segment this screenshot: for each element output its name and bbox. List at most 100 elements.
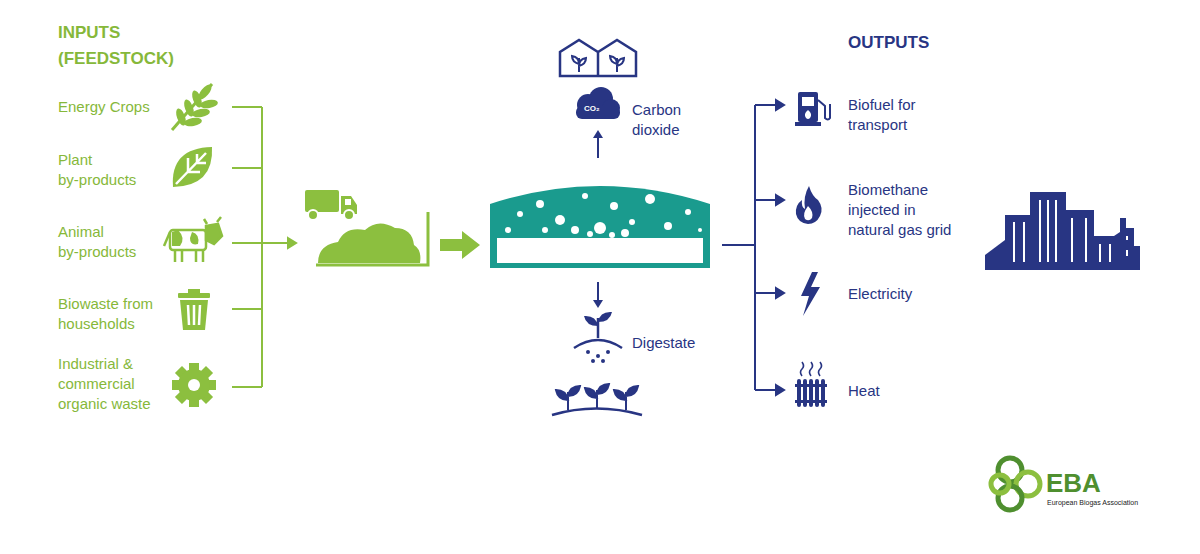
word: organic	[58, 395, 107, 412]
word: grid	[926, 221, 951, 238]
fuel-pump-icon-part	[798, 92, 818, 122]
output-item: Biofuel for transport	[848, 95, 960, 135]
word: natural	[848, 221, 894, 238]
fuel-pump-icon-part	[802, 97, 814, 106]
fuel-pump-icon-part	[805, 110, 811, 119]
output-bracket-part	[776, 100, 784, 395]
output-item: Carbon dioxide	[632, 100, 704, 140]
word: waste	[111, 395, 150, 412]
bolt-icon-part	[801, 272, 820, 316]
digester-part-part	[517, 211, 523, 217]
word: commercial	[58, 375, 135, 392]
digester-part	[505, 193, 702, 238]
word: European	[1047, 499, 1077, 506]
digester-part-part	[542, 227, 548, 233]
bin-icon-part	[188, 289, 200, 293]
gear-icon-part-part	[188, 379, 200, 391]
radiator-icon-part	[795, 384, 827, 387]
greenhouse-icon-part	[572, 56, 624, 72]
word: dioxide	[632, 121, 680, 138]
fuel-pump-icon	[795, 92, 830, 126]
digester-part-part	[571, 226, 579, 234]
eba-logo	[991, 458, 1040, 510]
wheat-icon-part	[191, 107, 210, 118]
crop-row-part-part	[556, 386, 580, 410]
word: for	[898, 96, 916, 113]
word: CO₂	[584, 104, 600, 113]
word: Biogas	[1079, 499, 1100, 506]
digester-part-part	[629, 219, 635, 225]
city-skyline-part	[1064, 210, 1094, 270]
bin-icon-part	[188, 305, 200, 325]
city-skyline-part	[1108, 218, 1140, 270]
wheat-icon	[172, 83, 219, 130]
logo-subtitle: European Biogas Association	[1047, 498, 1138, 507]
word: INPUTS	[58, 23, 120, 42]
output-item: Biomethane injected in natural gas grid	[848, 180, 960, 240]
flame-icon-part	[804, 206, 813, 220]
digestate-icon-part	[591, 359, 595, 363]
digester-part-part	[594, 222, 606, 234]
digester-part	[490, 186, 710, 268]
output-item: Heat	[848, 381, 960, 401]
word: transport	[848, 116, 907, 133]
input-bracket-part	[288, 238, 296, 248]
word: EBA	[1046, 468, 1101, 498]
truck-icon-part	[344, 210, 354, 220]
flame-icon-part	[796, 186, 822, 224]
item-label: Industrial & commercial organic waste	[58, 354, 163, 414]
word: by-products	[58, 243, 136, 260]
feedstock-pile	[316, 212, 428, 265]
word: &	[123, 355, 133, 372]
greenhouse-icon-part	[560, 40, 636, 76]
truck-icon-part	[345, 199, 351, 205]
gear-icon	[172, 363, 216, 407]
truck-icon-part	[305, 190, 339, 212]
item-label: Energy Crops	[58, 97, 163, 117]
input-bracket-part	[232, 107, 290, 387]
radiator-icon	[795, 362, 827, 407]
city-skyline-part-part	[1072, 218, 1086, 262]
gear-icon-part-part	[175, 366, 213, 404]
crop-row-part	[556, 384, 638, 410]
digester-part-part	[587, 231, 593, 237]
city-skyline-part	[985, 240, 1005, 270]
digester	[490, 186, 710, 268]
word: Crops	[110, 98, 150, 115]
digester-part-part	[536, 200, 544, 208]
item-label: Heat	[848, 381, 960, 401]
cow-icon-part	[175, 250, 203, 262]
word: (FEEDSTOCK)	[58, 49, 174, 68]
eba-logo-part	[991, 475, 1009, 493]
item-label: Biofuel for transport	[848, 95, 960, 135]
co2-arrow-part	[593, 130, 603, 138]
input-item: Industrial & commercial organic waste	[58, 354, 163, 414]
word: Carbon	[632, 101, 681, 118]
crop-row-part	[552, 409, 642, 416]
output-item: Digestate	[632, 333, 722, 353]
gear-icon-part-part	[175, 366, 213, 404]
digester-part-part	[621, 229, 629, 237]
input-item: Plant by-products	[58, 150, 163, 190]
city-skyline-part-part	[1040, 200, 1056, 262]
section-heading: INPUTS (FEEDSTOCK)	[58, 20, 188, 72]
word: Biowaste	[58, 295, 119, 312]
input-item: Animal by-products	[58, 222, 163, 262]
leaf-icon	[173, 147, 212, 187]
word: households	[58, 315, 135, 332]
item-label: Digestate	[632, 333, 722, 353]
word: Biomethane	[848, 181, 928, 198]
city-skyline-part	[1014, 200, 1127, 262]
word: Digestate	[632, 334, 695, 351]
co2-arrow-part	[597, 136, 599, 158]
word: gas	[898, 221, 922, 238]
digester-part-part	[609, 232, 615, 238]
digester-part-part	[685, 209, 691, 215]
wheat-icon-part	[183, 116, 202, 127]
leaf-icon-part	[173, 147, 212, 187]
word: Heat	[848, 382, 880, 399]
digester-part-part	[610, 202, 618, 210]
logo-text: EBA	[1046, 469, 1101, 497]
